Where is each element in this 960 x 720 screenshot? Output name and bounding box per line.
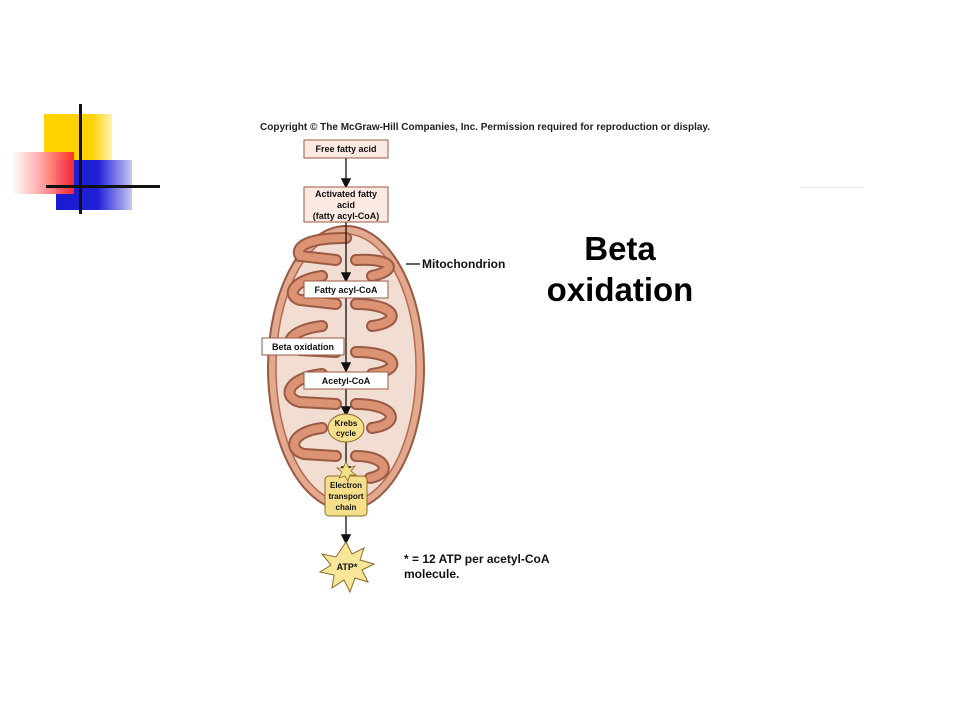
starburst-small-icon: [335, 461, 358, 482]
atp-label: ATP*: [337, 562, 358, 572]
activated-fatty-acid-line-1: Activated fatty: [315, 189, 377, 199]
beta-oxidation-box: [261, 337, 345, 356]
fatty-acyl-coa-box: [303, 280, 389, 299]
footnote-line-2: molecule.: [404, 567, 459, 581]
electron-transport-chain-line-2: transport: [328, 492, 363, 501]
slide-title-line-1: Beta: [584, 230, 656, 267]
krebs-cycle-line-2: cycle: [336, 429, 357, 438]
electron-transport-chain-line-3: chain: [336, 503, 357, 512]
activated-fatty-acid-line-2: acid: [337, 200, 355, 210]
acetyl-coa-label: Acetyl-CoA: [322, 376, 371, 386]
footnote-line-1: * = 12 ATP per acetyl-CoA: [404, 552, 550, 566]
krebs-cycle-line-1: Krebs: [335, 419, 358, 428]
copyright-notice: Copyright © The McGraw-Hill Companies, I…: [260, 122, 711, 133]
atp-starburst-icon: [318, 541, 376, 594]
decor-horizontal-line: [46, 185, 160, 188]
krebs-cycle-circle: [327, 413, 365, 443]
free-fatty-acid-label: Free fatty acid: [315, 144, 376, 154]
slide-title-line-2: oxidation: [546, 271, 694, 308]
electron-transport-chain-line-1: Electron: [330, 481, 362, 490]
acetyl-coa-box: [303, 371, 389, 390]
free-fatty-acid-box: [303, 139, 389, 159]
beta-oxidation-label: Beta oxidation: [272, 342, 334, 352]
activated-fatty-acid-line-3: (fatty acyl-CoA): [313, 211, 380, 221]
mitochondrion-label: Mitochondrion: [422, 257, 505, 271]
flow-arrows: [340, 158, 420, 545]
activated-fatty-acid-box: [303, 186, 389, 223]
slide-title: Beta oxidation: [520, 228, 720, 310]
decor-vertical-line: [79, 104, 82, 214]
decor-faint-line: [800, 187, 864, 188]
fatty-acyl-coa-label: Fatty acyl-CoA: [314, 285, 378, 295]
